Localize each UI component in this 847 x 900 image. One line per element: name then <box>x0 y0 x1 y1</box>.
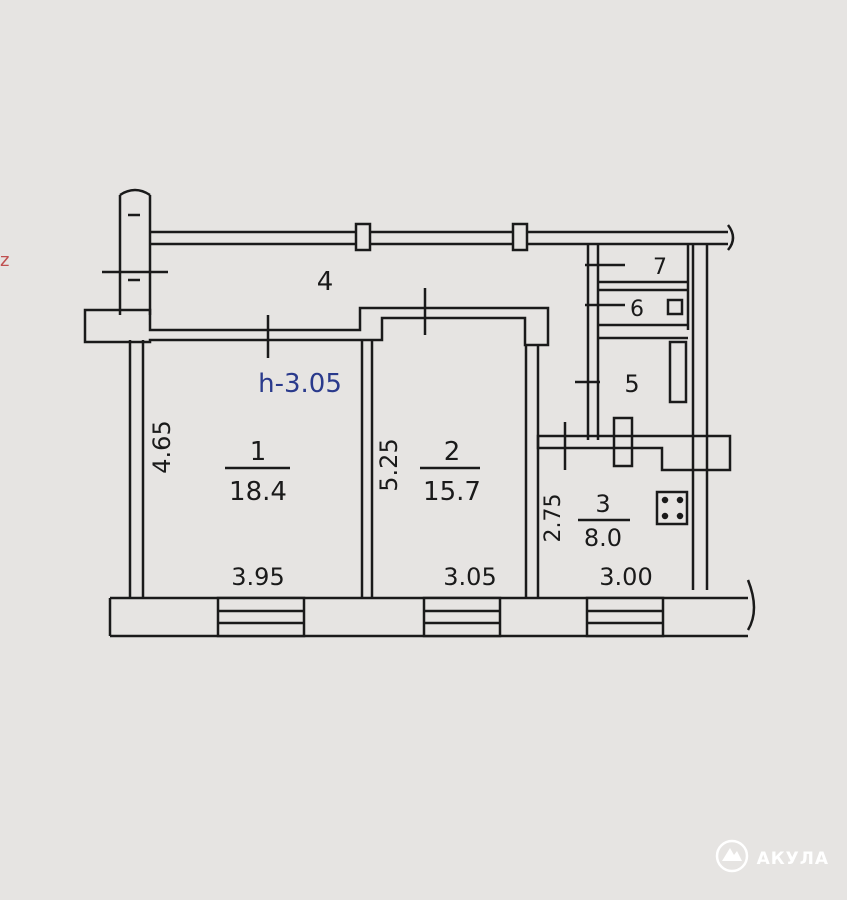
wall-kitchen-top <box>536 434 732 472</box>
stove-fixture <box>655 490 689 526</box>
dim-room1-width: 3.95 <box>231 563 284 591</box>
room-3-number: 3 <box>595 490 610 518</box>
walls <box>83 188 756 638</box>
room-1-area: 18.4 <box>229 477 287 507</box>
margin-mark: z <box>0 250 10 271</box>
room-3-area: 8.0 <box>584 524 622 552</box>
wall-partition-1-2 <box>360 340 374 598</box>
watermark: АКУЛА <box>715 839 829 878</box>
space-5-label: 5 <box>624 370 639 398</box>
wall-top-corridor <box>150 230 728 246</box>
window-room3 <box>585 596 665 638</box>
space-4-label: 4 <box>317 267 334 297</box>
shark-logo-icon <box>715 839 749 878</box>
dim-room1-depth: 4.65 <box>148 420 176 473</box>
room-2-number: 2 <box>444 437 461 467</box>
wall-fixture <box>612 416 634 468</box>
wall-pilaster <box>511 222 529 252</box>
bath-fixture <box>668 340 688 404</box>
room-1-number: 1 <box>250 437 267 467</box>
ceiling-height-note: h-3.05 <box>258 369 342 399</box>
wall-room1-left <box>128 340 145 598</box>
room-2-area: 15.7 <box>423 477 481 507</box>
window-room2 <box>422 596 502 638</box>
dim-room3-depth: 2.75 <box>541 494 566 543</box>
wall-left-pillar <box>118 188 152 315</box>
wall-partition-2-3 <box>524 345 540 598</box>
dim-room2-width: 3.05 <box>443 563 496 591</box>
wall-pilaster <box>354 222 372 252</box>
wall-right-outer <box>691 244 709 590</box>
window-room1 <box>216 596 306 638</box>
space-6-label: 6 <box>630 297 644 322</box>
toilet-fixture <box>666 298 684 316</box>
space-7-label: 7 <box>653 255 667 280</box>
dim-room2-depth: 5.25 <box>375 438 403 491</box>
wall-core <box>586 244 690 440</box>
dim-room3-width: 3.00 <box>599 563 652 591</box>
wall-corridor-lower <box>83 306 550 347</box>
watermark-brand: АКУЛА <box>756 848 829 869</box>
